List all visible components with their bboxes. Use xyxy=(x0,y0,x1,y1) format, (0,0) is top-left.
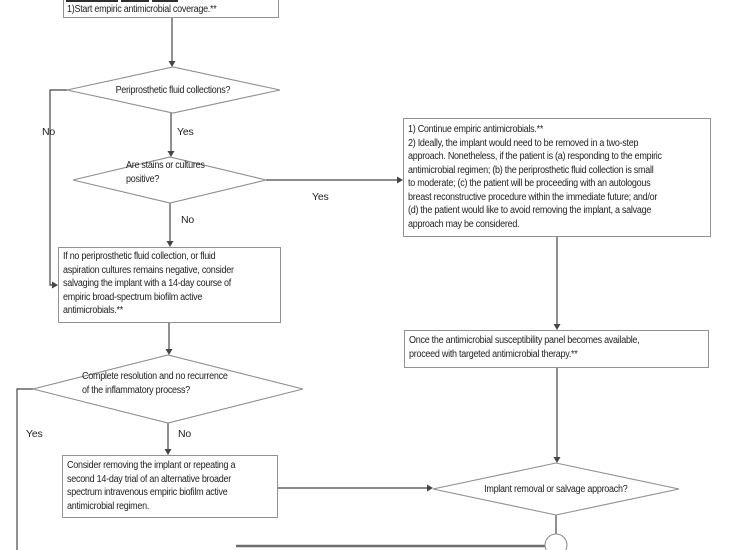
edge-label-no: No xyxy=(42,126,56,138)
decision-fluid-text: Periprosthetic fluid collections? xyxy=(115,85,231,96)
start-box-text: 1)Start empiric antimicrobial coverage.*… xyxy=(67,4,217,15)
decision-removal-text: Implant removal or salvage approach? xyxy=(484,484,628,495)
targeted-therapy-box: Once the antimicrobial susceptibility pa… xyxy=(404,330,709,368)
arrowhead xyxy=(553,457,561,463)
arrowhead xyxy=(397,176,403,184)
targeted-therapy-text: Once the antimicrobial susceptibility pa… xyxy=(409,335,640,360)
decision-cultures-text: Are stains or cultures positive? xyxy=(126,160,205,185)
edge-label-yes: Yes xyxy=(177,126,194,138)
continue-empiric-text: 1) Continue empiric antimicrobials.** 2)… xyxy=(408,124,662,230)
repeat-trial-box: Consider removing the implant or repeati… xyxy=(62,455,278,518)
salvage-implant-text: If no periprosthetic fluid collection, o… xyxy=(63,251,234,316)
connector-resolution-yes xyxy=(16,388,33,550)
arrowhead xyxy=(553,324,561,330)
continue-empiric-box: 1) Continue empiric antimicrobials.** 2)… xyxy=(403,118,711,237)
edge-label-yes: Yes xyxy=(312,191,329,203)
decision-removal-diamond xyxy=(432,462,680,516)
arrowhead xyxy=(164,449,172,455)
connector-fluid-no xyxy=(49,89,67,286)
edge-label-yes: Yes xyxy=(26,428,43,440)
junction-circle-icon xyxy=(544,533,568,550)
clipped-underlined-text-fragment xyxy=(121,0,149,2)
arrowhead xyxy=(427,484,433,492)
decision-resolution-text: Complete resolution and no recurrence of… xyxy=(82,371,228,396)
edge-label-no: No xyxy=(181,214,195,226)
edge-label-no: No xyxy=(178,428,192,440)
decision-fluid-diamond xyxy=(66,66,281,114)
arrowhead xyxy=(166,241,174,247)
salvage-implant-box: If no periprosthetic fluid collection, o… xyxy=(58,247,281,323)
repeat-trial-text: Consider removing the implant or repeati… xyxy=(67,460,236,512)
start-box: 1)Start empiric antimicrobial coverage.*… xyxy=(63,0,279,18)
decision-resolution-diamond xyxy=(32,354,304,424)
arrowhead xyxy=(52,281,58,289)
arrowhead xyxy=(168,61,176,67)
decision-cultures-diamond xyxy=(72,156,267,204)
clipped-underlined-text-fragment xyxy=(152,0,178,2)
clipped-underlined-text-fragment xyxy=(66,0,118,2)
arrowhead xyxy=(165,349,173,355)
arrowhead xyxy=(167,151,175,157)
